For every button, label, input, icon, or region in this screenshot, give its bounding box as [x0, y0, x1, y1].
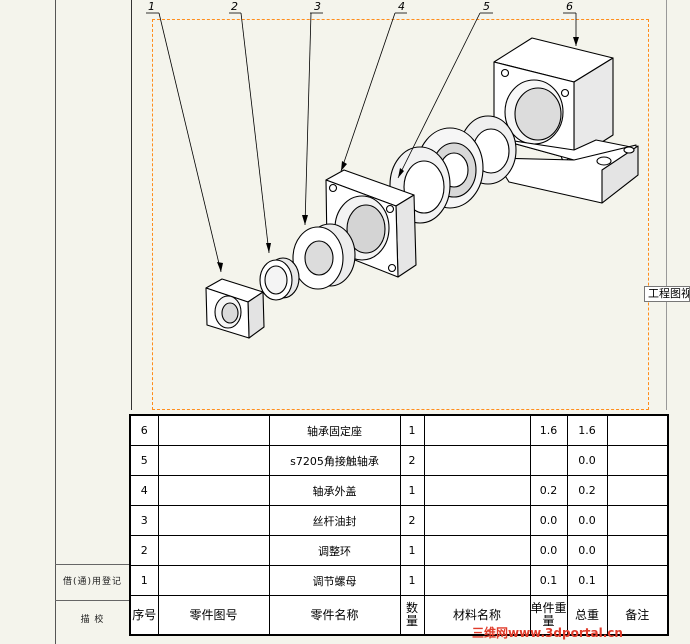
balloon-2: 2 — [231, 0, 238, 13]
cell-no: 3 — [129, 505, 159, 536]
balloon-leaders — [146, 12, 577, 273]
cell-part-name: 轴承固定座 — [268, 414, 401, 446]
drawing-frame-right-line — [666, 0, 667, 410]
header-part-code: 零件图号 — [157, 595, 270, 636]
cell-total-weight: 1.6 — [566, 414, 608, 446]
cell-unit-weight: 1.6 — [529, 414, 568, 446]
cell-qty: 2 — [399, 505, 425, 536]
cell-remark — [606, 565, 669, 596]
watermark: 三维网www.3dportal.cn — [472, 626, 623, 640]
balloon-5: 5 — [483, 0, 490, 13]
cell-total-weight: 0.1 — [566, 565, 608, 596]
cell-remark — [606, 445, 669, 476]
cell-part-name: 调整环 — [268, 535, 401, 566]
part-1-adjusting-nut[interactable] — [205, 278, 265, 339]
header-remark: 备注 — [606, 595, 669, 636]
cell-remark — [606, 475, 669, 506]
part-4-bearing-cover[interactable] — [325, 169, 417, 278]
header-no: 序号 — [129, 595, 159, 636]
cell-unit-weight: 0.1 — [529, 565, 568, 596]
cell-part-code — [157, 475, 270, 506]
drawing-view-tooltip: 工程图视 — [644, 286, 690, 302]
table-row[interactable]: 2 调整环 1 0.0 0.0 — [129, 535, 669, 566]
cell-material — [423, 535, 531, 566]
view-selection-box[interactable] — [152, 19, 649, 410]
table-row[interactable]: 4 轴承外盖 1 0.2 0.2 — [129, 475, 669, 506]
header-unit-weight: 单件重量 — [529, 595, 568, 636]
header-part-name: 零件名称 — [268, 595, 401, 636]
cell-unit-weight — [529, 445, 568, 476]
cell-qty: 1 — [399, 535, 425, 566]
cell-no: 6 — [129, 414, 159, 446]
part-3-oil-seal[interactable] — [292, 223, 356, 290]
table-row[interactable]: 5 s7205角接触轴承 2 0.0 — [129, 445, 669, 476]
header-total-weight: 总重 — [566, 595, 608, 636]
cell-unit-weight: 0.2 — [529, 475, 568, 506]
table-row[interactable]: 6 轴承固定座 1 1.6 1.6 — [129, 414, 669, 446]
cell-material — [423, 505, 531, 536]
cell-unit-weight: 0.0 — [529, 505, 568, 536]
cell-remark — [606, 505, 669, 536]
exploded-view-drawing[interactable]: 1 2 3 4 5 6 — [0, 0, 690, 410]
cell-qty: 1 — [399, 565, 425, 596]
sheet-left-border — [55, 0, 56, 644]
cell-no: 5 — [129, 445, 159, 476]
balloon-4: 4 — [398, 0, 405, 13]
cell-part-code — [157, 414, 270, 446]
cell-material — [423, 565, 531, 596]
cell-no: 2 — [129, 535, 159, 566]
cell-qty: 1 — [399, 414, 425, 446]
cell-material — [423, 445, 531, 476]
cell-total-weight: 0.0 — [566, 445, 608, 476]
cell-qty: 1 — [399, 475, 425, 506]
cell-part-name: 调节螺母 — [268, 565, 401, 596]
cell-total-weight: 0.0 — [566, 505, 608, 536]
cell-part-name: s7205角接触轴承 — [268, 445, 401, 476]
left-strip-divider — [55, 600, 130, 601]
cell-part-name: 轴承外盖 — [268, 475, 401, 506]
header-qty: 数量 — [399, 595, 425, 636]
drawing-frame-left-line — [131, 0, 132, 410]
table-row[interactable]: 1 调节螺母 1 0.1 0.1 — [129, 565, 669, 596]
bill-of-materials-table[interactable]: 6 轴承固定座 1 1.6 1.6 5 s7205角接触轴承 2 0.0 4 轴… — [129, 414, 669, 636]
left-strip-divider — [55, 564, 130, 565]
balloon-6: 6 — [566, 0, 573, 13]
cell-part-code — [157, 505, 270, 536]
cell-part-name: 丝杆油封 — [268, 505, 401, 536]
cell-part-code — [157, 445, 270, 476]
balloon-1: 1 — [148, 0, 155, 13]
cell-no: 4 — [129, 475, 159, 506]
cell-part-code — [157, 535, 270, 566]
left-strip-label-trace: 描 校 — [80, 615, 105, 625]
cell-part-code — [157, 565, 270, 596]
part-6-bearing-housing[interactable] — [493, 37, 639, 204]
cell-total-weight: 0.2 — [566, 475, 608, 506]
cell-total-weight: 0.0 — [566, 535, 608, 566]
table-header-row: 序号 零件图号 零件名称 数量 材料名称 单件重量 总重 备注 — [129, 595, 669, 636]
left-strip-label-borrow: 借(通)用登记 — [62, 577, 123, 587]
cell-no: 1 — [129, 565, 159, 596]
cell-remark — [606, 535, 669, 566]
table-row[interactable]: 3 丝杆油封 2 0.0 0.0 — [129, 505, 669, 536]
cell-material — [423, 475, 531, 506]
cell-remark — [606, 414, 669, 446]
cell-material — [423, 414, 531, 446]
cell-unit-weight: 0.0 — [529, 535, 568, 566]
balloon-3: 3 — [314, 0, 321, 13]
cell-qty: 2 — [399, 445, 425, 476]
part-2-adjusting-ring[interactable] — [259, 257, 300, 301]
leader-arrowheads — [217, 37, 579, 272]
